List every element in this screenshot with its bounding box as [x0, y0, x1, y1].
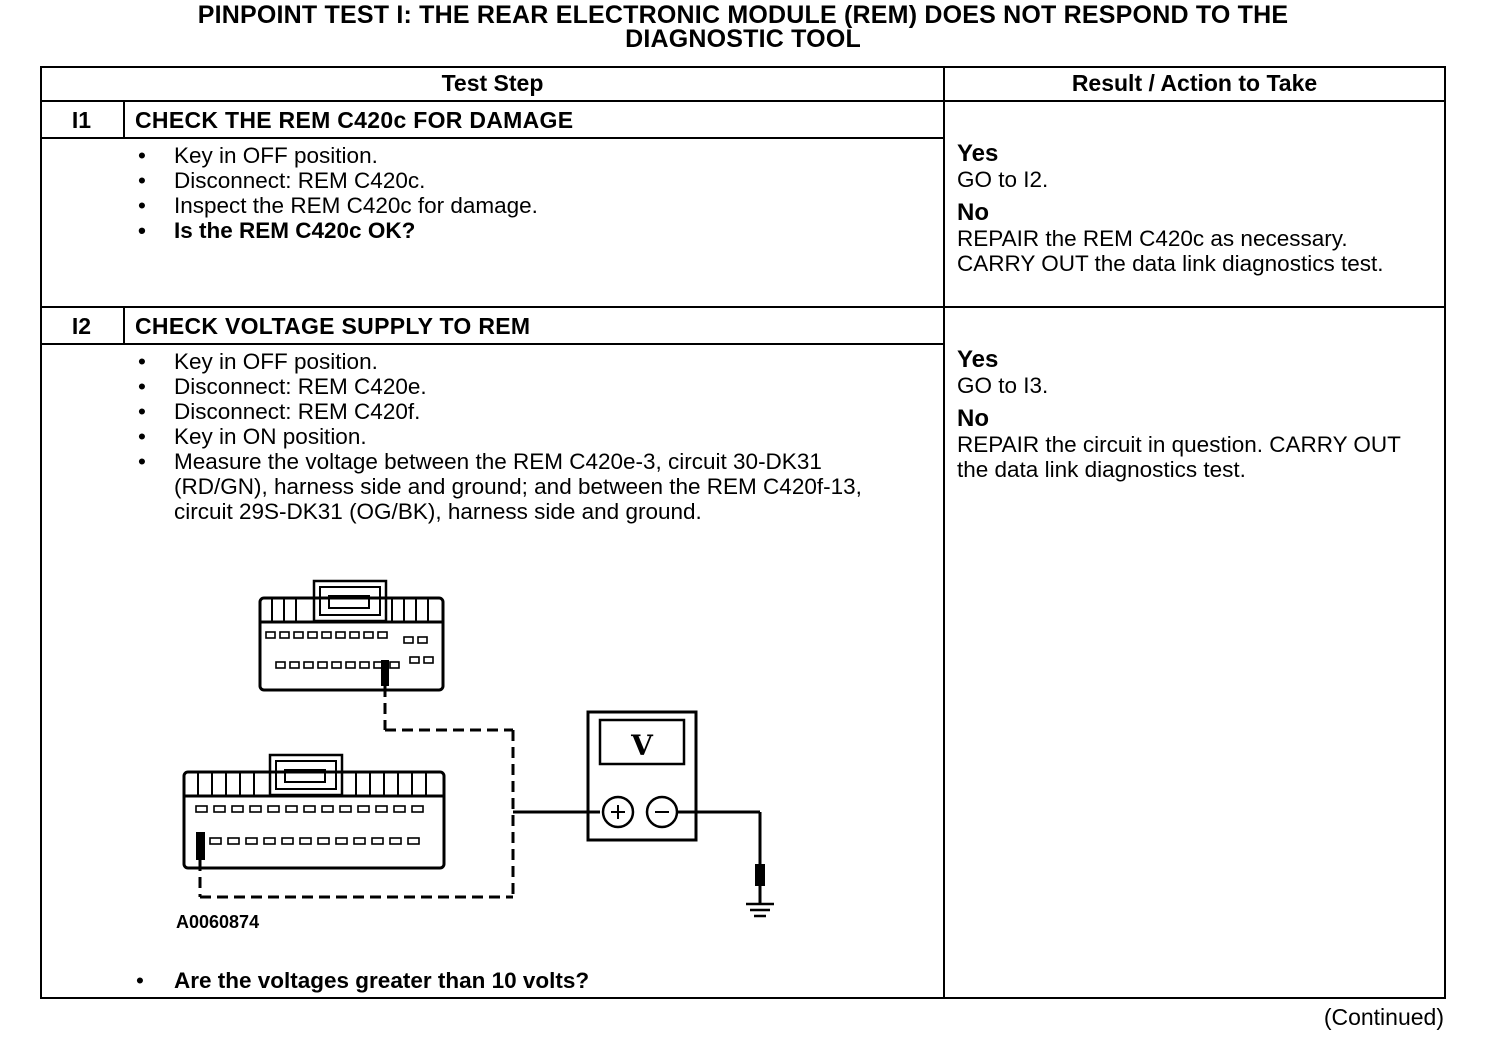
- pinpoint-table: [40, 66, 1446, 999]
- list-item: Key in OFF position.: [138, 143, 918, 168]
- list-item: Measure the voltage between the REM C420…: [138, 449, 898, 524]
- step-i1-heading-divider: [40, 137, 945, 139]
- title-line-1: PINPOINT TEST I: THE REAR ELECTRONIC MOD…: [197, 1, 1289, 29]
- page-title: PINPOINT TEST I: THE REAR ELECTRONIC MOD…: [40, 1, 1446, 53]
- step-i2-question-row: • Are the voltages greater than 10 volts?: [136, 968, 589, 993]
- ground-icon: [746, 902, 774, 918]
- connector-c420e: [258, 579, 445, 692]
- header-divider: [40, 100, 1446, 102]
- step-i1-question: Is the REM C420c OK?: [138, 218, 918, 243]
- list-item: Disconnect: REM C420e.: [138, 374, 898, 399]
- yes-action: GO to I2.: [957, 167, 1049, 192]
- no-label: No: [957, 199, 989, 226]
- no-label: No: [957, 405, 989, 432]
- meter-symbol: V: [630, 729, 654, 762]
- step-i2-number: I2: [71, 313, 92, 339]
- step-i1-number-divider: [123, 100, 125, 139]
- column-divider: [943, 66, 945, 999]
- step-i1-number: I1: [71, 107, 92, 133]
- list-item: Disconnect: REM C420f.: [138, 399, 898, 424]
- list-item: Key in ON position.: [138, 424, 898, 449]
- step-i1-result: Yes GO to I2. No REPAIR the REM C420c as…: [957, 141, 1427, 284]
- yes-label: Yes: [957, 140, 999, 167]
- step-i2-question: Are the voltages greater than 10 volts?: [174, 968, 590, 993]
- step-i2-heading: CHECK VOLTAGE SUPPLY TO REM: [135, 313, 531, 339]
- step-i2-heading-divider: [40, 343, 945, 345]
- step-i2-result: Yes GO to I3. No REPAIR the circuit in q…: [957, 347, 1427, 490]
- connector-c420f: [182, 753, 446, 870]
- step-i1-bullets: Key in OFF position. Disconnect: REM C42…: [138, 143, 918, 243]
- step-i2-number-divider: [123, 306, 125, 345]
- bullet: •: [136, 968, 144, 993]
- figure-id: A0060874: [176, 912, 260, 932]
- list-item: Disconnect: REM C420c.: [138, 168, 918, 193]
- list-item: Key in OFF position.: [138, 349, 898, 374]
- yes-label: Yes: [957, 346, 999, 373]
- yes-action: GO to I3.: [957, 373, 1049, 398]
- no-action: REPAIR the REM C420c as necessary. CARRY…: [957, 226, 1384, 276]
- no-action: REPAIR the circuit in question. CARRY OU…: [957, 432, 1401, 482]
- header-test-step: Test Step: [441, 70, 544, 96]
- multimeter-icon: [586, 710, 698, 842]
- step-divider: [40, 306, 1446, 308]
- header-result: Result / Action to Take: [1071, 70, 1318, 96]
- list-item: Inspect the REM C420c for damage.: [138, 193, 918, 218]
- step-i1-heading: CHECK THE REM C420c FOR DAMAGE: [135, 107, 574, 133]
- continued-note: (Continued): [1323, 1004, 1444, 1030]
- step-i2-bullets: Key in OFF position. Disconnect: REM C42…: [138, 349, 898, 524]
- title-line-2: DIAGNOSTIC TOOL: [625, 25, 861, 53]
